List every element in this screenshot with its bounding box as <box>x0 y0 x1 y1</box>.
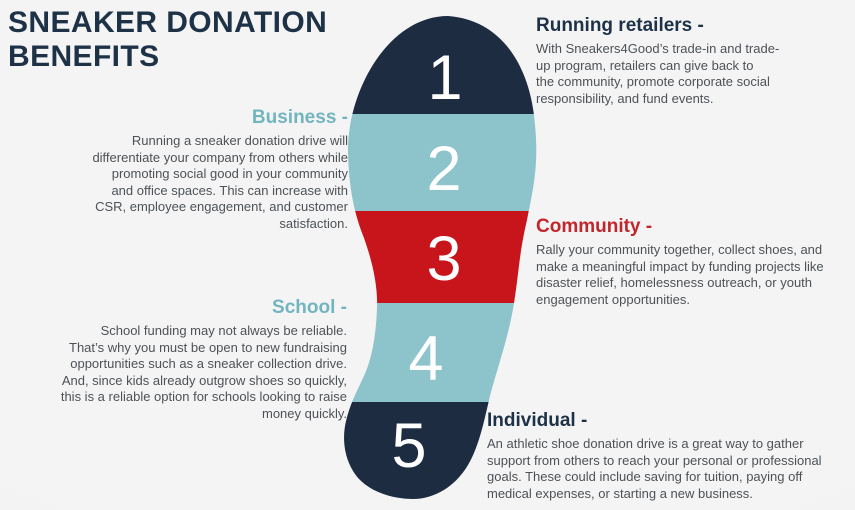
section-business-heading: Business - <box>251 107 348 128</box>
sole-number-1: 1 <box>427 43 462 113</box>
section-business-body: Running a sneaker donation drive will di… <box>92 133 348 231</box>
section-individual-body: An athletic shoe donation drive is a gre… <box>487 436 822 501</box>
page-title: SNEAKER DONATION BENEFITS <box>8 6 328 73</box>
section-school-heading: School - <box>272 297 347 318</box>
section-running-retailers-body: With Sneakers4Good’s trade-in and trade-… <box>536 41 780 106</box>
sole-number-5: 5 <box>391 411 426 481</box>
sole-number-4: 4 <box>408 324 443 394</box>
sole-number-2: 2 <box>426 134 461 204</box>
section-individual: Individual - An athletic shoe donation d… <box>487 409 853 502</box>
sole-number-3: 3 <box>426 224 461 294</box>
section-community-body: Rally your community together, collect s… <box>536 242 824 307</box>
sole-band-2 <box>344 114 537 211</box>
section-running-retailers-heading: Running retailers - <box>536 15 704 36</box>
section-school-body: School funding may not always be reliabl… <box>60 323 347 421</box>
section-business: Business - Running a sneaker donation dr… <box>8 106 348 233</box>
section-community: Community - Rally your community togethe… <box>536 215 852 308</box>
section-community-heading: Community - <box>536 216 653 237</box>
section-school: School - School funding may not always b… <box>2 296 347 423</box>
section-individual-heading: Individual - <box>487 410 588 431</box>
section-running-retailers: Running retailers - With Sneakers4Good’s… <box>536 14 848 107</box>
